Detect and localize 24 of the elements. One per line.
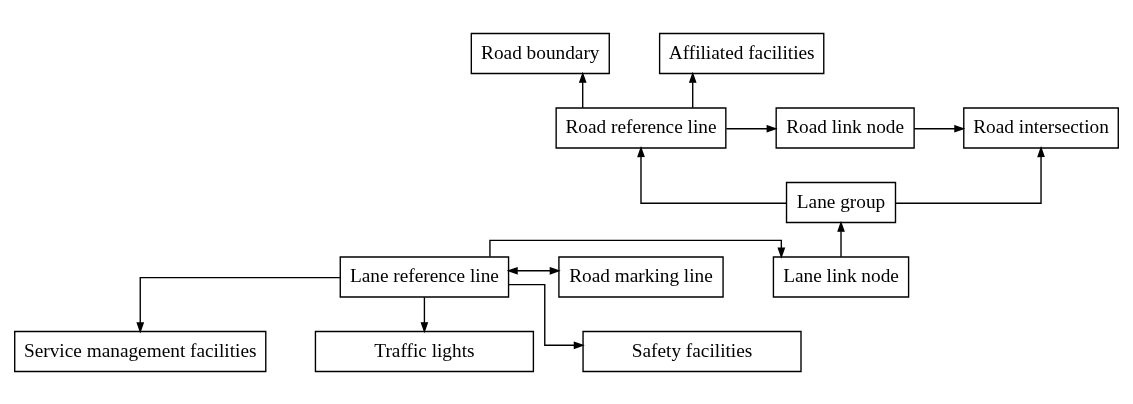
node-box: Service management facilities (14, 330, 267, 372)
arrow (507, 283, 585, 349)
node-box: Affiliated facilities (658, 32, 825, 74)
node-box: Traffic lights (314, 330, 535, 372)
arrow (578, 71, 587, 108)
node-box: Road intersection (963, 106, 1119, 149)
arrow (837, 220, 845, 257)
arrow (688, 71, 697, 108)
arrow (637, 145, 788, 204)
arrow (913, 124, 966, 133)
arrow (136, 276, 341, 333)
arrow (420, 296, 429, 333)
arrow (894, 145, 1045, 204)
arrow (489, 239, 786, 259)
node-box: Road reference line (555, 106, 727, 149)
arrow (725, 124, 778, 133)
node-box: Lane group (785, 181, 897, 223)
node-box: Road link node (775, 106, 915, 149)
node-box: Road marking line (558, 255, 724, 298)
node-box: Road boundary (470, 32, 610, 74)
node-box: Lane reference line (339, 255, 510, 298)
node-box: Safety facilities (582, 330, 802, 372)
node-box: Lane link node (772, 255, 910, 298)
arrow (506, 266, 561, 275)
